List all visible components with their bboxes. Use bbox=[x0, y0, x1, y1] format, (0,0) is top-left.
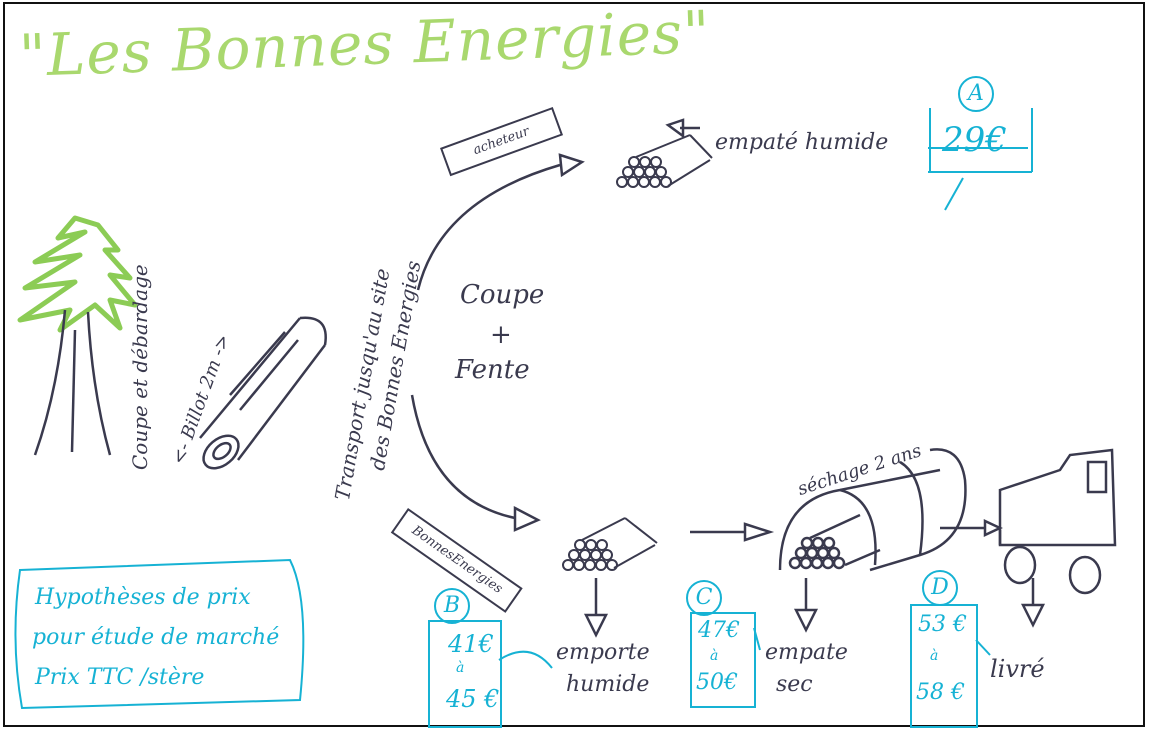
livre-label: livré bbox=[990, 655, 1045, 683]
price-b-box bbox=[428, 620, 502, 728]
hypotheses-line-3: Prix TTC /stère bbox=[35, 665, 205, 690]
price-d-box bbox=[910, 604, 978, 728]
flow-arrows bbox=[410, 118, 1003, 542]
price-connectors bbox=[498, 108, 1033, 669]
empate-sec-label-1: empate bbox=[765, 640, 848, 665]
price-b-circle: B bbox=[434, 588, 470, 624]
hypotheses-line-2: pour étude de marché bbox=[32, 625, 280, 650]
price-b-low: 41€ bbox=[448, 630, 494, 658]
empate-humide-top-label: empaté humide bbox=[715, 130, 889, 155]
drying-tunnel-icon bbox=[778, 448, 967, 572]
price-d-high: 58 € bbox=[916, 680, 965, 705]
price-b-sep: à bbox=[456, 660, 465, 676]
wood-stack-bottom-icon bbox=[562, 517, 658, 571]
tree-trunk-icon bbox=[33, 309, 112, 456]
empate-sec-label-2: sec bbox=[776, 672, 813, 697]
empate-humide-b-label-2: humide bbox=[566, 672, 650, 697]
page-frame bbox=[3, 2, 1145, 727]
arrow-to-bonnes-energies bbox=[410, 394, 516, 520]
truck-icon bbox=[998, 448, 1117, 595]
price-d-circle: D bbox=[922, 570, 958, 606]
price-d-low: 53 € bbox=[918, 612, 967, 637]
fente-label: Fente bbox=[455, 355, 530, 385]
price-a-circle: A bbox=[958, 76, 994, 112]
hypotheses-bubble bbox=[14, 558, 305, 710]
hypotheses-line-1: Hypothèses de prix bbox=[35, 585, 251, 610]
price-b-high: 45 € bbox=[446, 685, 500, 713]
price-c-sep: à bbox=[710, 648, 719, 664]
price-c-box bbox=[690, 612, 756, 708]
price-c-circle: C bbox=[686, 580, 722, 616]
tree-icon bbox=[17, 215, 138, 333]
empate-humide-b-label-1: emporte bbox=[556, 640, 650, 665]
coupe-debardage-label: Coupe et débardage bbox=[128, 264, 152, 470]
price-a-value: 29€ bbox=[942, 120, 1007, 160]
coupe-label: Coupe bbox=[460, 280, 545, 310]
plus-label: + bbox=[490, 320, 512, 350]
arrow-to-acheteur bbox=[416, 163, 561, 291]
down-arrows bbox=[583, 578, 1046, 638]
log-icon bbox=[199, 316, 327, 470]
wood-stack-top-icon bbox=[616, 134, 713, 188]
price-c-low: 47€ bbox=[698, 618, 740, 643]
price-c-high: 50€ bbox=[696, 670, 738, 695]
price-d-sep: à bbox=[930, 648, 939, 664]
